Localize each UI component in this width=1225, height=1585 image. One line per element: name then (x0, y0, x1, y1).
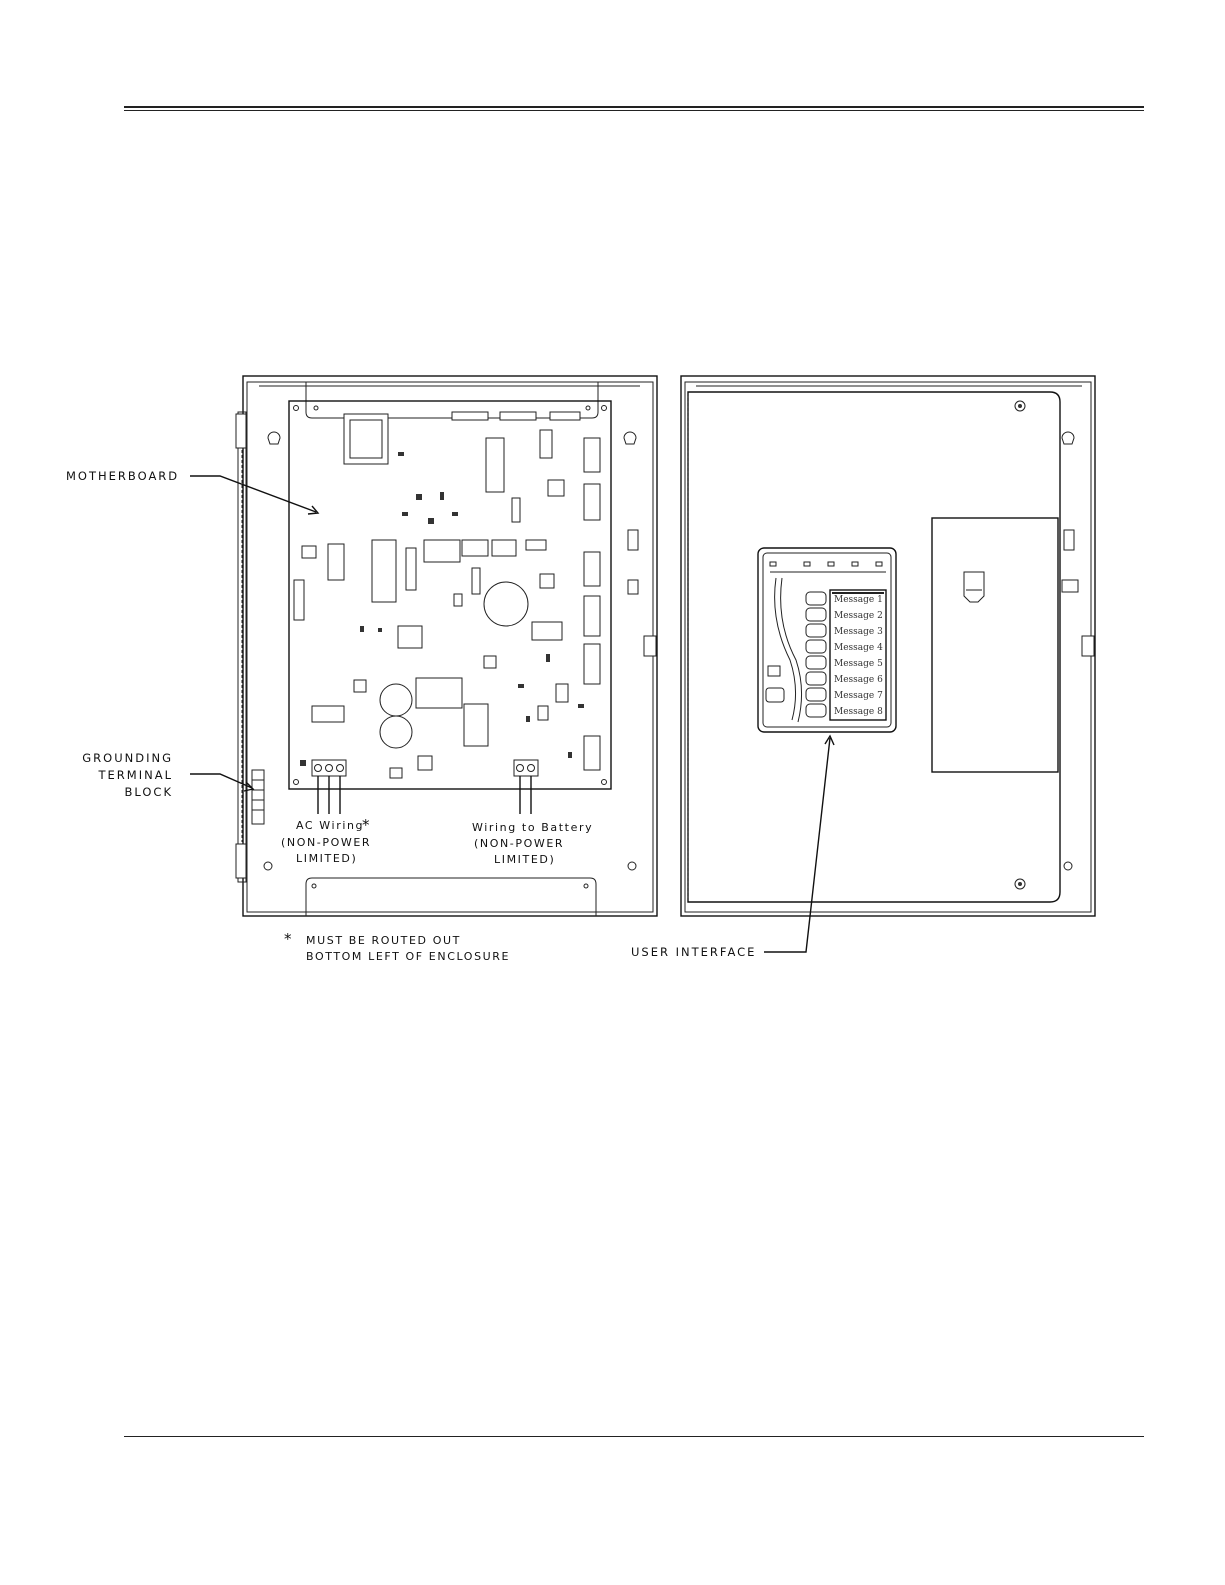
message-label: Message 4 (834, 643, 883, 653)
ac-wiring-label: AC Wiring (296, 819, 364, 832)
grounding-terminal-block (252, 770, 264, 824)
keyhole-icon (624, 432, 636, 444)
message-label: Message 7 (834, 691, 883, 701)
user-interface-label: USER INTERFACE (631, 945, 756, 959)
message-label: Message 2 (834, 611, 883, 621)
battery-wiring-label-line3: LIMITED) (494, 853, 555, 866)
keyhole-icon (1062, 432, 1074, 444)
right-enclosure (681, 376, 1095, 916)
grounding-label-line1: GROUNDING (82, 751, 173, 765)
motherboard-label: MOTHERBOARD (66, 469, 179, 483)
ac-wiring-label-line3: LIMITED) (296, 852, 357, 865)
message-label: Message 1 (834, 595, 883, 605)
message-buttons (806, 592, 826, 717)
battery-wiring-label-line2: (NON-POWER (474, 837, 564, 850)
motherboard-board (289, 401, 611, 789)
ac-wiring-label-line2: (NON-POWER (281, 836, 371, 849)
footnote-line2: BOTTOM LEFT OF ENCLOSURE (306, 950, 510, 963)
message-label: Message 6 (834, 675, 883, 685)
grounding-label-line3: BLOCK (124, 785, 173, 799)
message-label: Message 8 (834, 707, 883, 717)
message-label: Message 5 (834, 659, 883, 669)
battery-terminal-block (514, 760, 538, 814)
footnote-line1: MUST BE ROUTED OUT (306, 934, 461, 947)
keyhole-icon (268, 432, 280, 444)
ac-terminal-block (312, 760, 346, 814)
grounding-label-line2: TERMINAL (98, 768, 173, 782)
footnote-asterisk: * (284, 930, 293, 948)
battery-wiring-label: Wiring to Battery (472, 821, 593, 834)
user-interface-panel: Message 1 Message 2 Message 3 Message 4 … (758, 548, 896, 732)
message-label: Message 3 (834, 627, 883, 637)
ac-wiring-asterisk: * (362, 816, 371, 834)
